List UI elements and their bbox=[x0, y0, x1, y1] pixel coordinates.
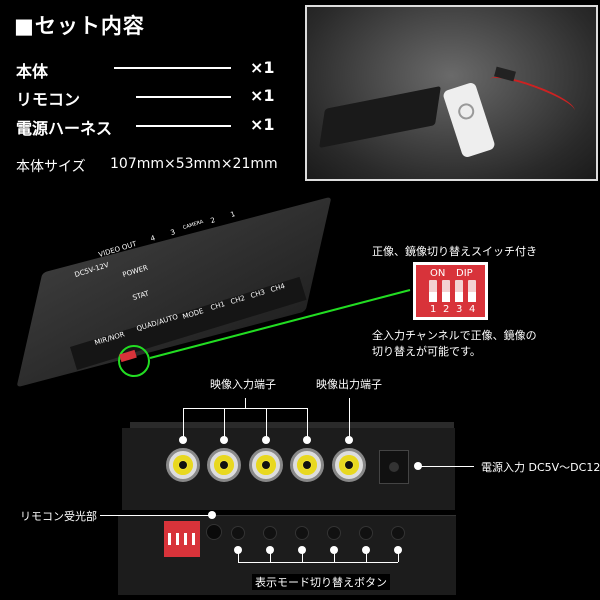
dip-number: 3 bbox=[456, 304, 463, 315]
item-name: リモコン bbox=[16, 90, 81, 109]
mode-button bbox=[359, 526, 373, 540]
dip-switch-side bbox=[164, 521, 200, 557]
bracket-line bbox=[366, 550, 367, 562]
ir-receiver-label: リモコン受光部 bbox=[20, 510, 97, 523]
item-qty: ×1 bbox=[250, 86, 275, 105]
dip-desc-1: 全入力チャンネルで正像、鏡像の bbox=[372, 329, 537, 342]
bracket-line bbox=[183, 408, 184, 438]
bracket-line bbox=[238, 562, 398, 563]
bracket-line bbox=[245, 398, 246, 408]
rca-output-jack bbox=[332, 448, 366, 482]
page-title: ■セット内容 bbox=[14, 14, 145, 38]
front-panel-top bbox=[130, 422, 454, 430]
dip-toggle bbox=[455, 280, 463, 302]
video-out-port-label: 映像出力端子 bbox=[316, 378, 382, 391]
dip-desc-2: 切り替えが可能です。 bbox=[372, 345, 481, 358]
pointer-dot bbox=[303, 436, 311, 444]
bracket-line bbox=[183, 408, 308, 409]
dip-number: 2 bbox=[443, 304, 450, 315]
item-qty: ×1 bbox=[250, 115, 275, 134]
bracket-line bbox=[224, 408, 225, 438]
mode-button bbox=[295, 526, 309, 540]
bracket-line bbox=[238, 550, 239, 562]
dip-callout-title: 正像、鏡像切り替えスイッチ付き bbox=[372, 245, 537, 258]
pointer-dot bbox=[262, 436, 270, 444]
dip-toggle bbox=[442, 280, 450, 302]
mode-button bbox=[327, 526, 341, 540]
rca-input-jack bbox=[166, 448, 200, 482]
pointer-line bbox=[418, 466, 474, 467]
ir-sensor bbox=[206, 524, 222, 540]
dip-label: DIP bbox=[456, 268, 473, 279]
power-input-label: 電源入力 DC5V〜DC12V bbox=[481, 461, 600, 474]
pointer-line bbox=[100, 515, 212, 516]
bracket-line bbox=[307, 408, 308, 438]
video-in-label: 映像入力端子 bbox=[210, 378, 276, 391]
size-label: 本体サイズ bbox=[16, 159, 86, 175]
bracket-line bbox=[398, 550, 399, 562]
mode-buttons-label: 表示モード切り替えボタン bbox=[252, 574, 390, 590]
rca-input-jack bbox=[290, 448, 324, 482]
rca-input-jack bbox=[249, 448, 283, 482]
highlight-circle bbox=[118, 345, 150, 377]
dip-number: 1 bbox=[430, 304, 437, 315]
pointer-dot bbox=[220, 436, 228, 444]
pointer-dot bbox=[208, 511, 216, 519]
divider bbox=[136, 125, 231, 127]
mode-button bbox=[231, 526, 245, 540]
bracket-line bbox=[270, 550, 271, 562]
size-value: 107mm×53mm×21mm bbox=[110, 156, 278, 172]
pointer-dot bbox=[179, 436, 187, 444]
divider bbox=[114, 67, 231, 69]
bracket-line bbox=[349, 398, 350, 438]
item-name: 電源ハーネス bbox=[16, 119, 113, 138]
dip-on-label: ON bbox=[430, 268, 446, 279]
dip-toggle bbox=[429, 280, 437, 302]
dip-number: 4 bbox=[469, 304, 476, 315]
divider bbox=[136, 96, 231, 98]
product-photo bbox=[305, 5, 598, 181]
bracket-line bbox=[334, 550, 335, 562]
bracket-line bbox=[302, 550, 303, 562]
power-jack bbox=[379, 450, 409, 484]
dip-switch-large: ON DIP 1 2 3 4 bbox=[413, 262, 488, 320]
pointer-dot bbox=[345, 436, 353, 444]
mode-button bbox=[391, 526, 405, 540]
item-name: 本体 bbox=[16, 62, 49, 81]
mode-button bbox=[263, 526, 277, 540]
item-qty: ×1 bbox=[250, 58, 275, 77]
dip-toggle bbox=[468, 280, 476, 302]
rca-input-jack bbox=[207, 448, 241, 482]
bracket-line bbox=[266, 408, 267, 438]
